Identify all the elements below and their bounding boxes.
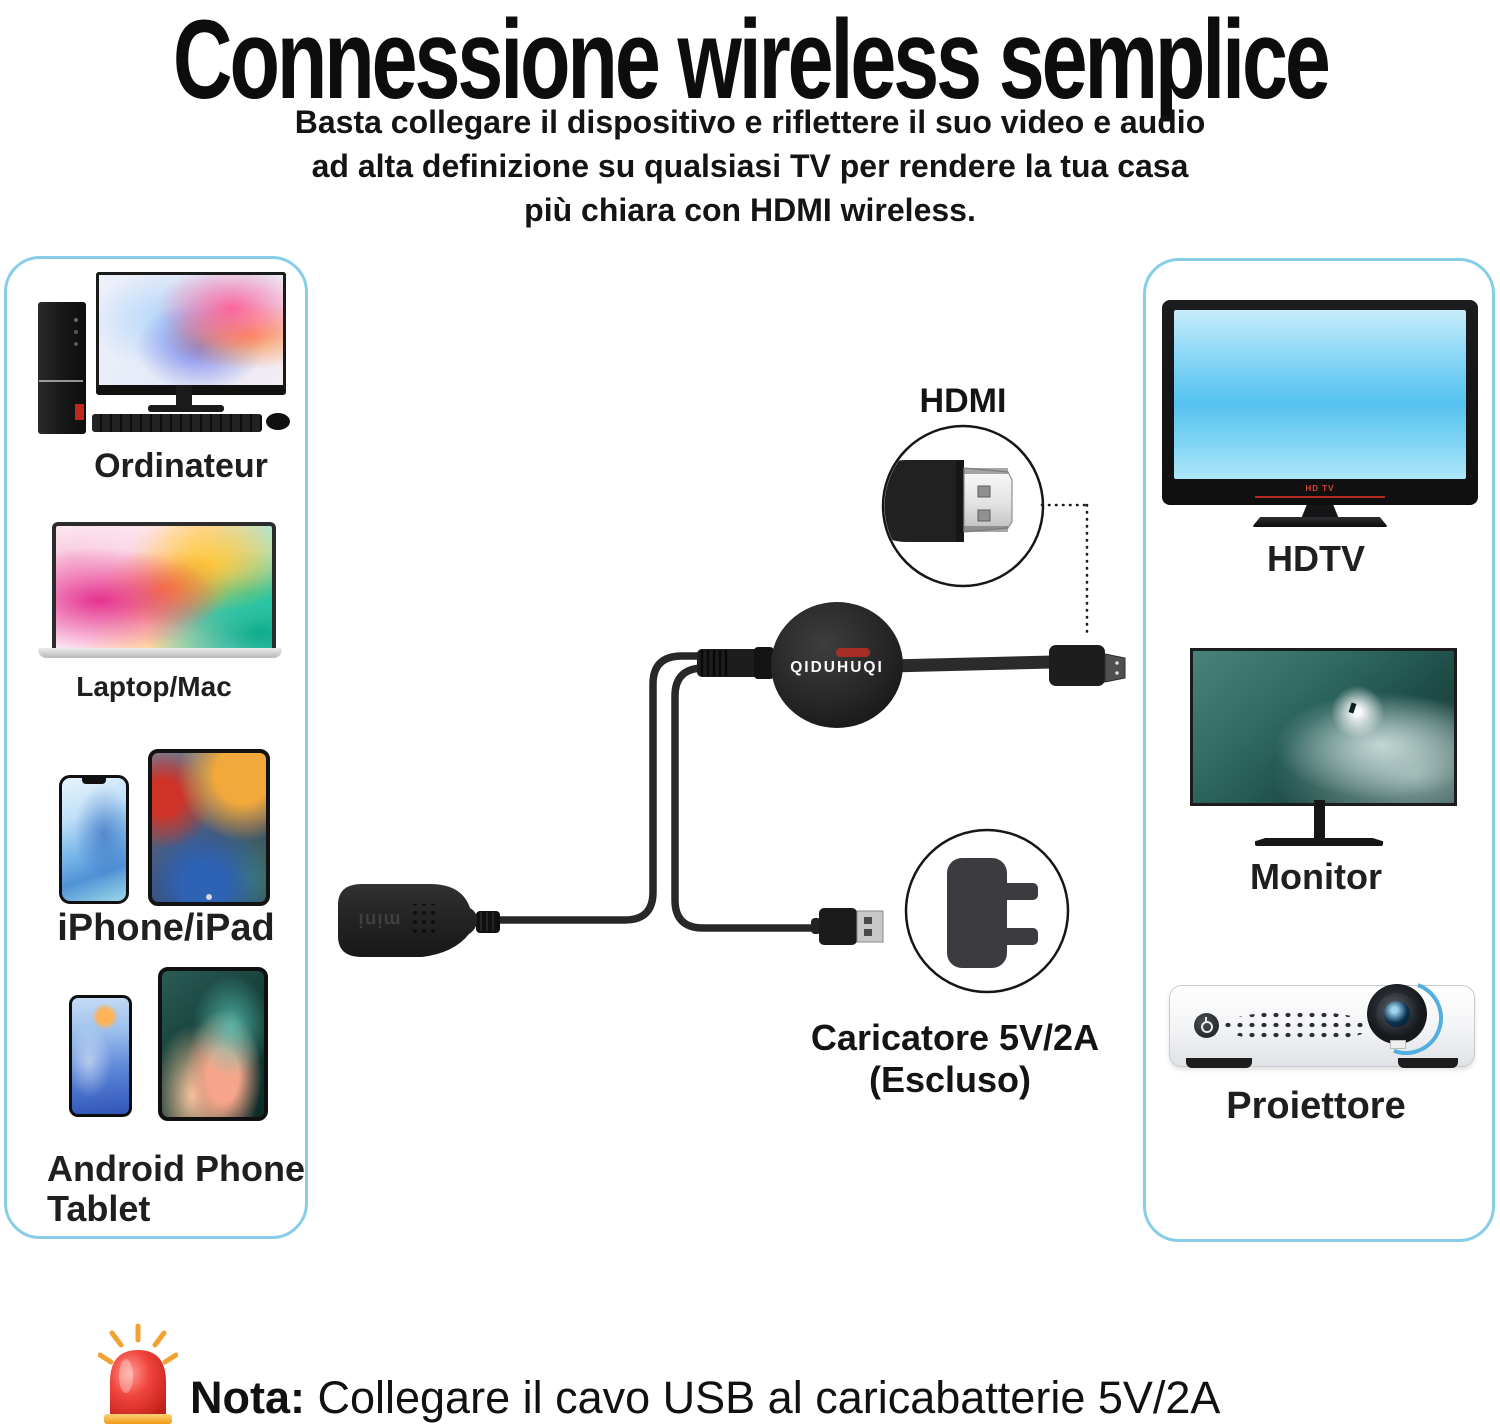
subtitle-line-3: più chiara con HDMI wireless. [524, 192, 976, 228]
monitor-surfer [1348, 702, 1357, 714]
projector-lens-glass [1384, 1001, 1410, 1027]
iphone-image [59, 775, 129, 904]
hdmi-female-adapter: mini [338, 884, 500, 957]
apple-devices-label: iPhone/iPad [57, 907, 275, 949]
projector-label: Proiettore [1226, 1085, 1406, 1127]
subtitle-line-2: ad alta definizione su qualsiasi TV per … [311, 148, 1189, 184]
projector-lens [1367, 984, 1427, 1044]
charger-label-line1: Caricatore 5V/2A [811, 1017, 1099, 1058]
power-ring [1201, 1021, 1213, 1033]
hdmi-output-cable [883, 655, 1059, 673]
hdtv-label: HDTV [1267, 538, 1365, 579]
charger-label-line2: (Escluso) [869, 1059, 1031, 1100]
hdmi-connector-icon [884, 460, 1013, 542]
hdmi-callout-label: HDMI [920, 382, 1007, 420]
note-text: Nota: Collegare il cavo USB al caricabat… [190, 1372, 1220, 1424]
page-subtitle: Basta collegare il dispositivo e riflett… [0, 100, 1500, 232]
note-prefix: Nota: [190, 1372, 305, 1423]
laptop-image [52, 522, 276, 654]
keyboard-image [92, 414, 262, 432]
adapter-embossed-text: mini [357, 909, 400, 930]
laptop-base [38, 648, 282, 658]
desktop-monitor-image [96, 272, 286, 395]
page-title: Connessione wireless semplice [172, 0, 1331, 123]
projector-image [1169, 985, 1475, 1067]
monitor-stand-neck [1314, 800, 1325, 840]
projector-foot-left [1186, 1058, 1252, 1068]
connection-diagram: HDMI QIDUHUQI [338, 382, 1126, 1100]
hdtv-bezel-logo: HD TV [1305, 484, 1335, 493]
laptop-label: Laptop/Mac [76, 671, 232, 702]
projector-foot-right [1398, 1058, 1458, 1068]
android-tablet-image [158, 967, 268, 1121]
android-label-line1: Android Phone [47, 1148, 305, 1189]
page-title-wrap: Connessione wireless semplice [0, 0, 1500, 122]
desktop-label: Ordinateur [94, 447, 268, 485]
subtitle-line-1: Basta collegare il dispositivo e riflett… [294, 104, 1206, 140]
dongle-input-connector [697, 647, 774, 679]
monitor-image [1190, 648, 1457, 806]
charger-adapter-icon [947, 858, 1038, 968]
tower-separator [39, 380, 83, 382]
android-label-line2: Tablet [47, 1188, 151, 1229]
ipad-image [148, 749, 270, 906]
projector-lens-tab [1390, 1040, 1406, 1049]
hdtv-stand-base [1252, 517, 1388, 527]
power-button-icon [1194, 1013, 1219, 1038]
hdmi-male-plug [1049, 645, 1126, 686]
hdmi-adapter-cable [496, 652, 764, 924]
ipad-home-button [206, 894, 212, 900]
power-bar [1205, 1017, 1207, 1023]
dongle-brand-text: QIDUHUQI [790, 659, 884, 676]
monitor-label: Monitor [1250, 856, 1382, 897]
tower-buttons [74, 318, 78, 322]
hdtv-image: HD TV [1162, 300, 1478, 505]
usb-power-cable [671, 664, 821, 932]
iphone-notch [82, 778, 106, 784]
hdtv-red-accent-line [1255, 496, 1385, 498]
puck-red-accent [836, 648, 870, 657]
desktop-tower-image [38, 302, 86, 434]
hdtv-screen [1174, 310, 1466, 479]
usb-plug [811, 908, 884, 945]
siren-icon [98, 1323, 178, 1424]
tower-logo-badge [75, 404, 84, 420]
android-phone-image [69, 995, 132, 1117]
projector-vents [1222, 1011, 1372, 1042]
dotted-pointer-line [1040, 503, 1089, 634]
mouse-image [266, 413, 290, 430]
desktop-monitor-base [148, 405, 224, 412]
monitor-stand-base [1255, 838, 1383, 846]
note-body: Collegare il cavo USB al caricabatterie … [304, 1372, 1221, 1423]
desktop-monitor-stand [176, 385, 192, 407]
hdtv-stand-neck [1301, 505, 1339, 519]
adapter-vent-dots [408, 904, 436, 938]
wireless-dongle-puck: QIDUHUQI [771, 602, 903, 728]
